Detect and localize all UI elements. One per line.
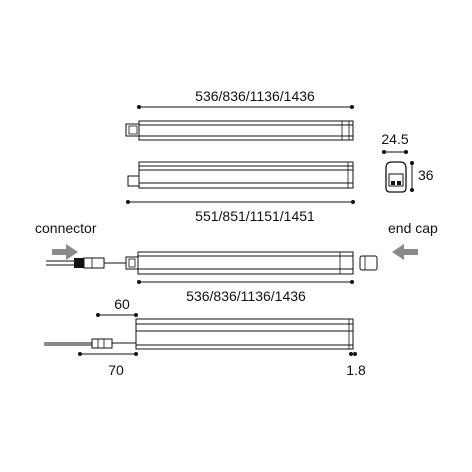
end-cap (359, 255, 378, 271)
connector-label: connector (35, 220, 97, 236)
connector-arrow-icon (52, 244, 78, 260)
middle-length-label: 536/836/1136/1436 (186, 288, 306, 304)
middle-length-dimension (137, 280, 354, 284)
gap-label: 1.8 (346, 362, 366, 378)
top-length-label: 536/836/1136/1436 (195, 88, 315, 104)
bottom-fixture (135, 318, 354, 350)
offset-60-label: 60 (114, 296, 130, 312)
profile-width-label: 24.5 (381, 131, 408, 147)
end-cap-arrow-icon (392, 244, 418, 260)
total-length-dimension (126, 200, 355, 204)
offset-70-dimension (78, 352, 138, 356)
gap-dimension (349, 352, 357, 356)
top-fixture (125, 120, 354, 141)
third-fixture (137, 251, 354, 275)
connector-plug (125, 256, 139, 270)
offset-70-label: 70 (108, 362, 124, 378)
top-length-dimension (137, 105, 354, 109)
connector-cable (46, 257, 126, 269)
profile-height-label: 36 (418, 167, 434, 183)
offset-60-dimension (96, 313, 138, 317)
bottom-cable (44, 338, 136, 349)
profile-end-view (385, 161, 407, 193)
profile-width-dimension (382, 150, 408, 154)
end-cap-label: end cap (388, 220, 438, 236)
profile-height-dimension (410, 161, 414, 192)
second-fixture (127, 161, 354, 189)
total-length-label: 551/851/1151/1451 (195, 208, 315, 224)
